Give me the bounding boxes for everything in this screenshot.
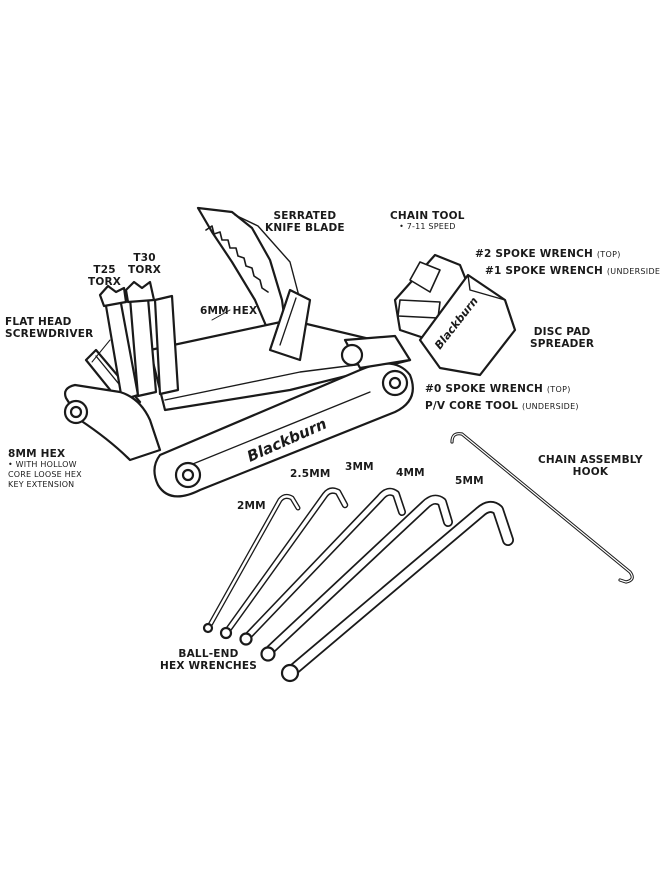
hex-wrench-3mm — [239, 487, 406, 646]
hex-wrench-2mm — [202, 493, 301, 634]
t30-torx-bit — [124, 280, 158, 398]
six-mm-hex-key — [268, 288, 312, 362]
label-flat-head-screwdriver: FLAT HEAD SCREWDRIVER — [5, 316, 94, 340]
label-chain-assembly-hook: CHAIN ASSEMBLY HOOK — [538, 454, 643, 478]
label-spoke-wrench-0: #0 SPOKE WRENCH (TOP) — [425, 383, 571, 395]
label-t25-torx: T25 TORX — [88, 264, 122, 288]
label-4mm: 4MM — [396, 467, 425, 479]
label-2-5mm: 2.5MM — [290, 468, 331, 480]
label-chain-tool: CHAIN TOOL • 7-11 SPEED — [390, 210, 465, 231]
hex-wrench-2-5mm — [219, 487, 349, 640]
label-pv-core-tool: P/V CORE TOOL (UNDERSIDE) — [425, 400, 579, 412]
serrated-knife-blade — [196, 206, 301, 337]
chain-tool — [393, 253, 472, 342]
label-3mm: 3MM — [345, 461, 374, 473]
label-ball-end-hex-wrenches: BALL-END HEX WRENCHES — [160, 648, 257, 672]
label-t30-torx: T30 TORX — [128, 252, 162, 276]
additional-hex-bit — [153, 294, 180, 396]
hex-wrench-5mm — [280, 501, 514, 683]
label-spoke-wrench-1: #1 SPOKE WRENCH (UNDERSIDE) — [485, 265, 660, 277]
label-serrated-knife-blade: SERRATED KNIFE BLADE — [265, 210, 345, 234]
hex-wrench-4mm — [260, 494, 453, 662]
disc-pad-spreader — [418, 273, 517, 377]
label-2mm: 2MM — [237, 500, 266, 512]
label-8mm-hex: 8MM HEX • WITH HOLLOW CORE LOOSE HEX KEY… — [8, 448, 82, 489]
tool-hinge — [340, 334, 412, 370]
chain-assembly-hook — [450, 432, 634, 584]
label-spoke-wrench-2: #2 SPOKE WRENCH (TOP) — [475, 248, 621, 260]
eight-mm-hex-key — [63, 383, 162, 462]
label-disc-pad-spreader: DISC PAD SPREADER — [530, 326, 595, 350]
t25-torx-bit — [98, 284, 140, 402]
tool-body-front-plate — [153, 362, 414, 498]
label-6mm-hex: 6MM HEX — [200, 305, 258, 317]
label-5mm: 5MM — [455, 475, 484, 487]
